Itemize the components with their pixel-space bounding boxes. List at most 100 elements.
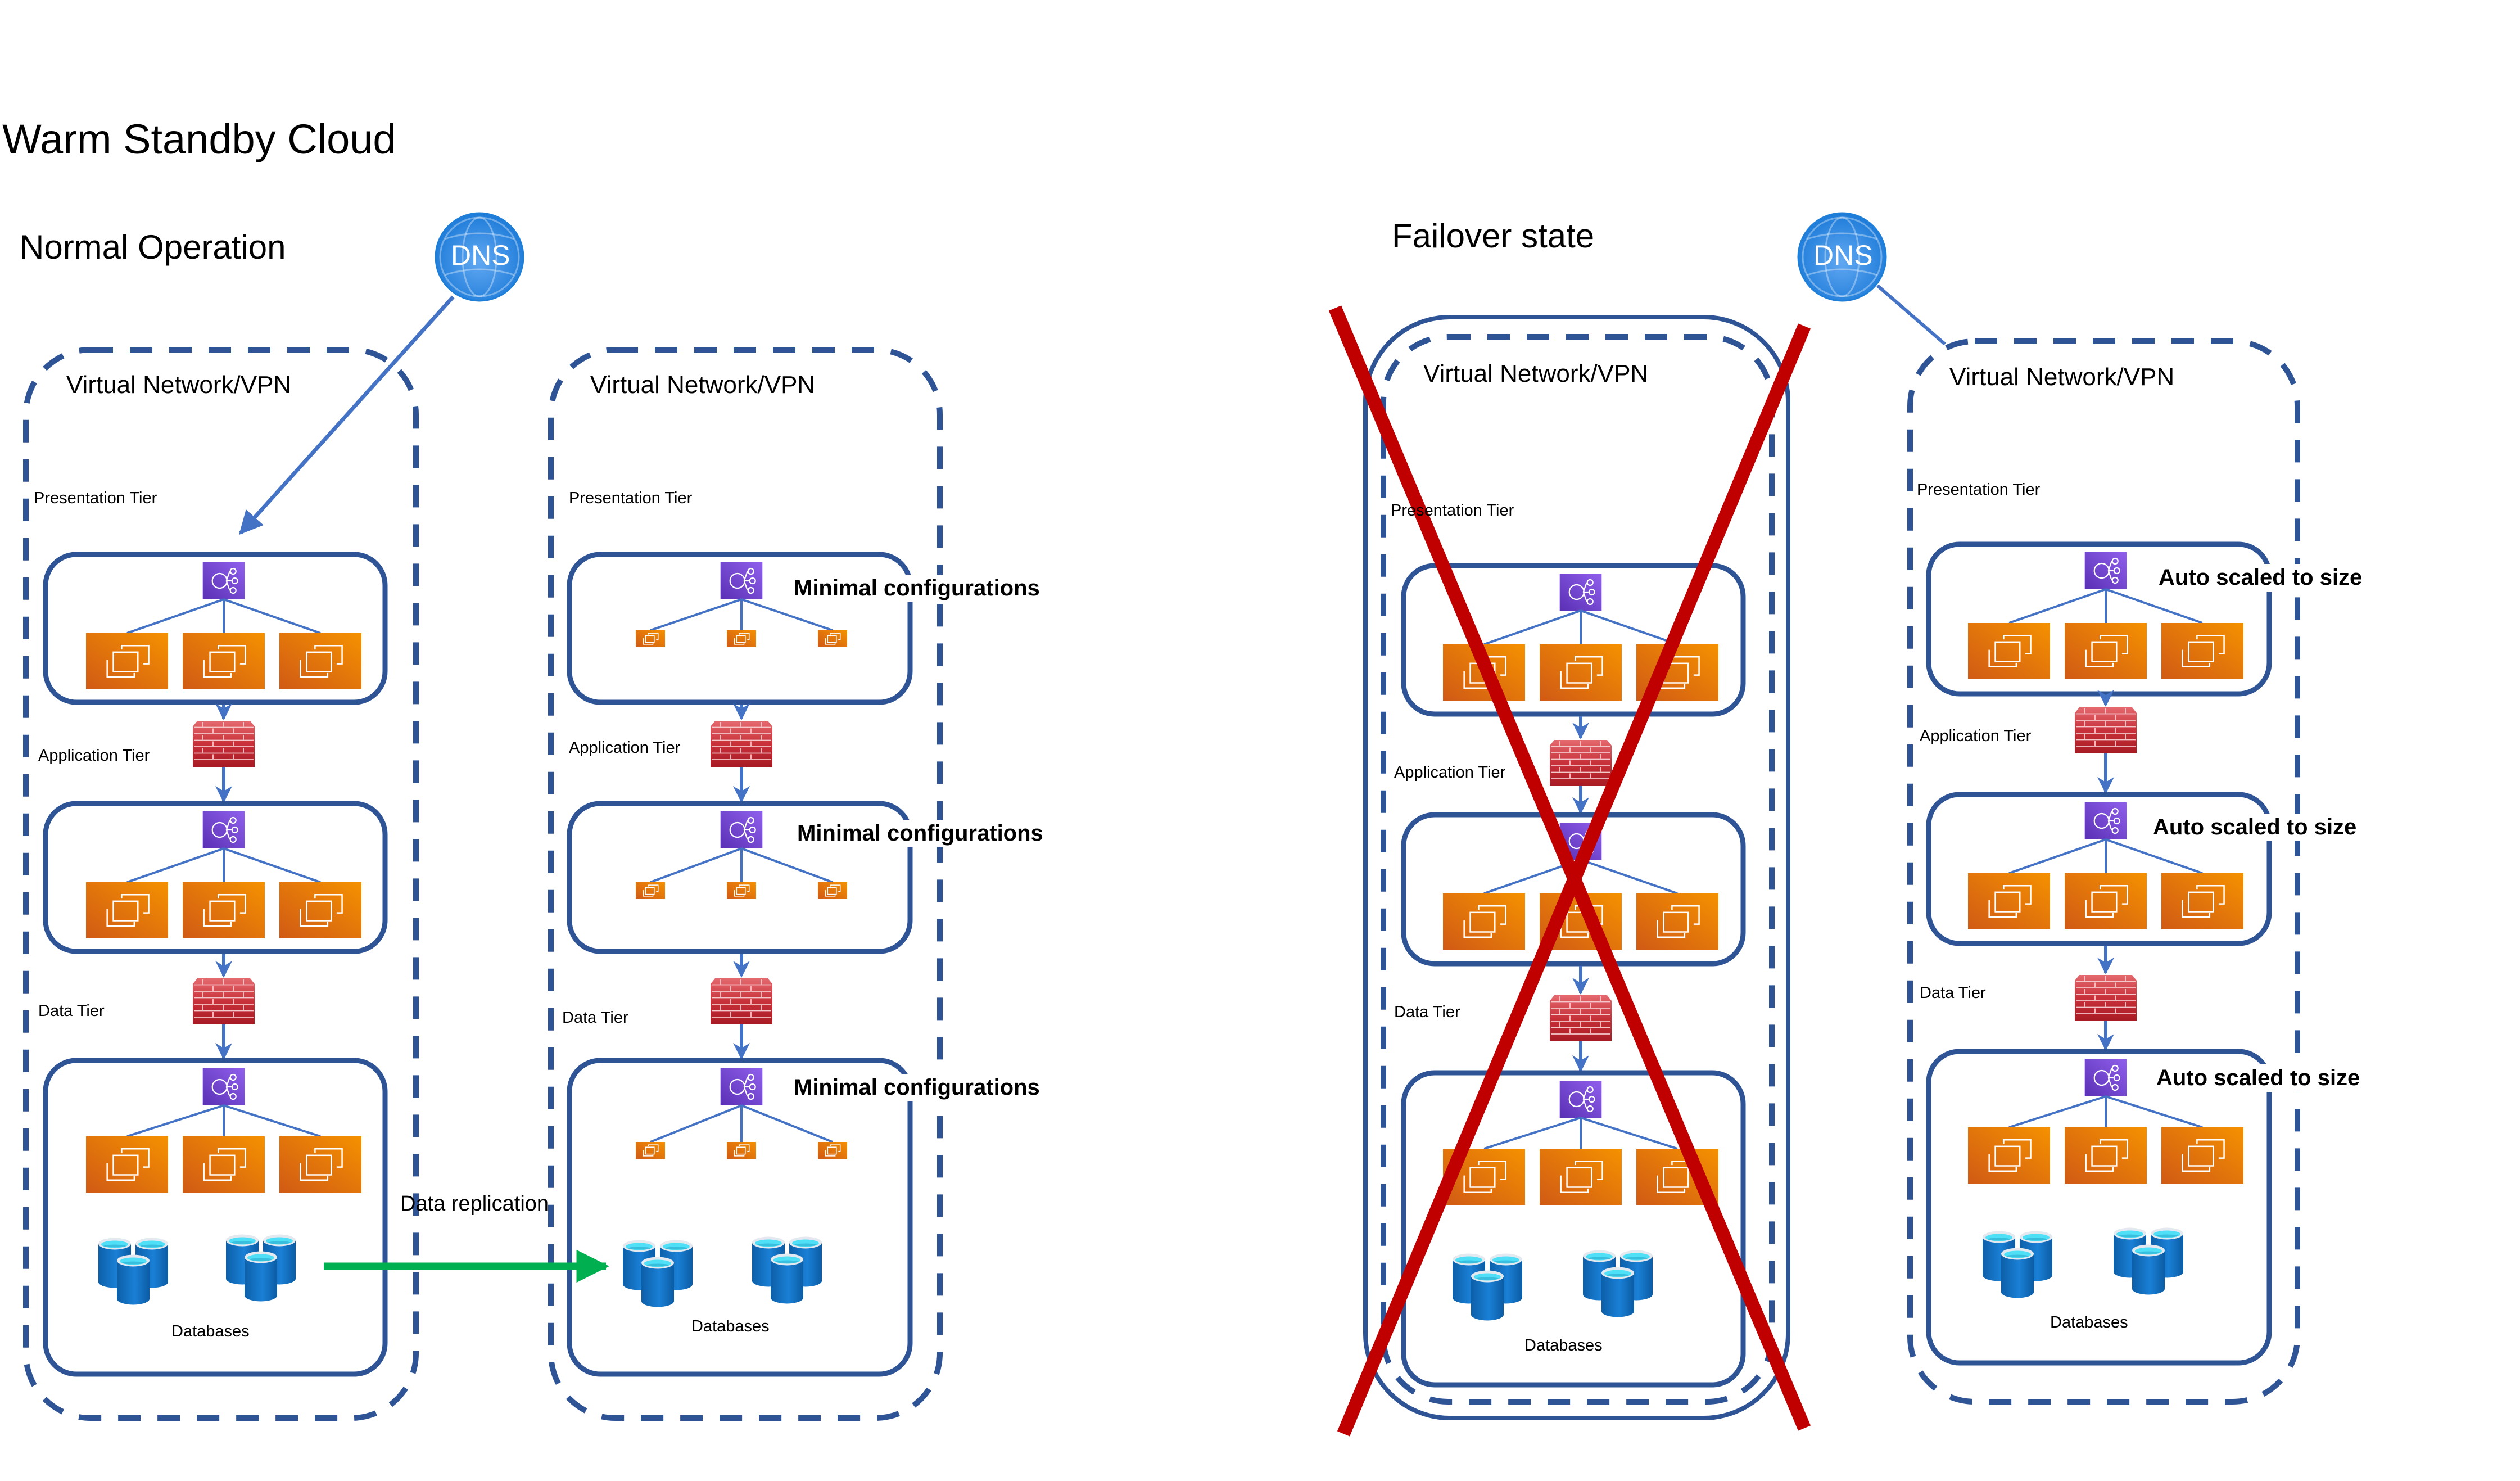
database-icon xyxy=(752,1236,822,1304)
tier-box-presentation xyxy=(1401,563,1746,717)
load-balancer-icon xyxy=(202,562,245,599)
compute-instance-icon xyxy=(2161,873,2243,929)
compute-instance-icon xyxy=(1636,893,1718,950)
note-auto-scaled: Auto scaled to size xyxy=(2154,1064,2363,1092)
tier-box-data xyxy=(1926,1049,2272,1366)
compute-instance-icon xyxy=(2065,1127,2147,1184)
vpn-container xyxy=(548,347,943,1421)
tier-label-data: Data Tier xyxy=(1394,1003,1460,1021)
load-balancer-icon xyxy=(202,811,245,848)
compute-instance-icon xyxy=(727,882,756,899)
tier-box-presentation xyxy=(567,552,913,705)
databases-label: Databases xyxy=(2050,1313,2128,1331)
tier-label-application: Application Tier xyxy=(1920,727,2032,745)
database-icon xyxy=(1453,1253,1522,1321)
lb-connector xyxy=(1580,1117,1678,1150)
lb-connector xyxy=(650,847,742,883)
tier-box-data xyxy=(43,1058,388,1377)
vpn-label-primary: Virtual Network/VPN xyxy=(66,371,292,399)
lb-connector xyxy=(2008,1095,2106,1128)
lb-connector xyxy=(126,1104,224,1137)
tier-box-application xyxy=(1926,792,2272,946)
lb-connector xyxy=(126,598,224,634)
lb-connector xyxy=(2105,1095,2203,1128)
compute-instance-icon xyxy=(1968,1127,2050,1184)
compute-instance-icon xyxy=(818,1142,847,1159)
compute-instance-icon xyxy=(86,1136,168,1193)
tier-label-data: Data Tier xyxy=(38,1002,105,1020)
lb-connector xyxy=(650,598,742,631)
tier-label-application: Application Tier xyxy=(38,747,150,765)
compute-instance-icon xyxy=(279,882,361,938)
database-icon xyxy=(1983,1231,2052,1298)
compute-instance-icon xyxy=(636,882,665,899)
databases-label: Databases xyxy=(1524,1336,1603,1354)
lb-connector xyxy=(1580,859,1678,895)
dns-globe-icon xyxy=(435,212,524,302)
tier-box-data xyxy=(567,1058,913,1377)
vpn-container xyxy=(1381,334,1775,1405)
failed-site-outline xyxy=(1363,315,1790,1420)
database-icon xyxy=(623,1240,693,1307)
dns-route-line xyxy=(1876,284,1946,346)
compute-instance-icon xyxy=(183,1136,265,1193)
vpn-container xyxy=(1907,338,2300,1405)
lb-connector xyxy=(741,598,833,631)
data-replication-label: Data replication xyxy=(400,1192,549,1216)
tier-label-presentation: Presentation Tier xyxy=(569,489,693,507)
firewall-icon xyxy=(2075,707,2137,753)
failure-cross-icon xyxy=(1328,305,1811,1437)
firewall-icon xyxy=(711,721,772,767)
dns-label: DNS xyxy=(451,240,510,271)
dns-label: DNS xyxy=(1813,240,1873,271)
tier-label-data: Data Tier xyxy=(562,1009,628,1027)
lb-connector xyxy=(2105,838,2203,874)
lb-connector xyxy=(126,847,224,883)
note-auto-scaled: Auto scaled to size xyxy=(2156,564,2365,592)
firewall-icon xyxy=(711,978,772,1024)
load-balancer-icon xyxy=(2084,552,2127,589)
firewall-icon xyxy=(1550,995,1612,1041)
lb-connector xyxy=(223,847,321,883)
tier-label-application: Application Tier xyxy=(1394,764,1506,782)
lb-connector xyxy=(2105,588,2203,624)
lb-connector xyxy=(1483,609,1581,645)
database-icon xyxy=(98,1238,168,1305)
tier-box-application xyxy=(567,801,913,954)
compute-instance-icon xyxy=(636,1142,665,1159)
compute-instance-icon xyxy=(1968,873,2050,929)
lb-connector xyxy=(1483,1117,1581,1150)
database-icon xyxy=(2114,1227,2183,1295)
databases-label: Databases xyxy=(691,1317,770,1335)
diagram-title: Warm Standby Cloud xyxy=(2,116,396,162)
lb-connector xyxy=(741,1104,833,1143)
firewall-icon xyxy=(193,978,255,1024)
tier-label-application: Application Tier xyxy=(569,739,681,757)
tier-box-application xyxy=(1401,812,1746,967)
firewall-icon xyxy=(2075,975,2137,1021)
lb-connector xyxy=(223,1104,321,1137)
load-balancer-icon xyxy=(720,562,763,599)
tier-box-presentation xyxy=(43,552,388,705)
compute-instance-icon xyxy=(2161,623,2243,679)
tier-label-presentation: Presentation Tier xyxy=(34,489,157,507)
dns-route-arrow xyxy=(239,295,455,535)
tier-label-data: Data Tier xyxy=(1920,984,1986,1002)
compute-instance-icon xyxy=(1968,623,2050,679)
compute-instance-icon xyxy=(183,882,265,938)
lb-connector xyxy=(741,847,833,883)
firewall-icon xyxy=(1550,740,1612,786)
compute-instance-icon xyxy=(86,882,168,938)
firewall-icon xyxy=(193,721,255,767)
compute-instance-icon xyxy=(727,1142,756,1159)
note-auto-scaled: Auto scaled to size xyxy=(2151,814,2359,841)
note-minimal-config: Minimal configurations xyxy=(795,820,1046,847)
load-balancer-icon xyxy=(2084,802,2127,839)
lb-connector xyxy=(223,598,321,634)
load-balancer-icon xyxy=(720,811,763,848)
compute-instance-icon xyxy=(818,630,847,647)
note-minimal-config: Minimal configurations xyxy=(791,1074,1042,1101)
compute-instance-icon xyxy=(279,1136,361,1193)
note-minimal-config: Minimal configurations xyxy=(791,575,1042,602)
